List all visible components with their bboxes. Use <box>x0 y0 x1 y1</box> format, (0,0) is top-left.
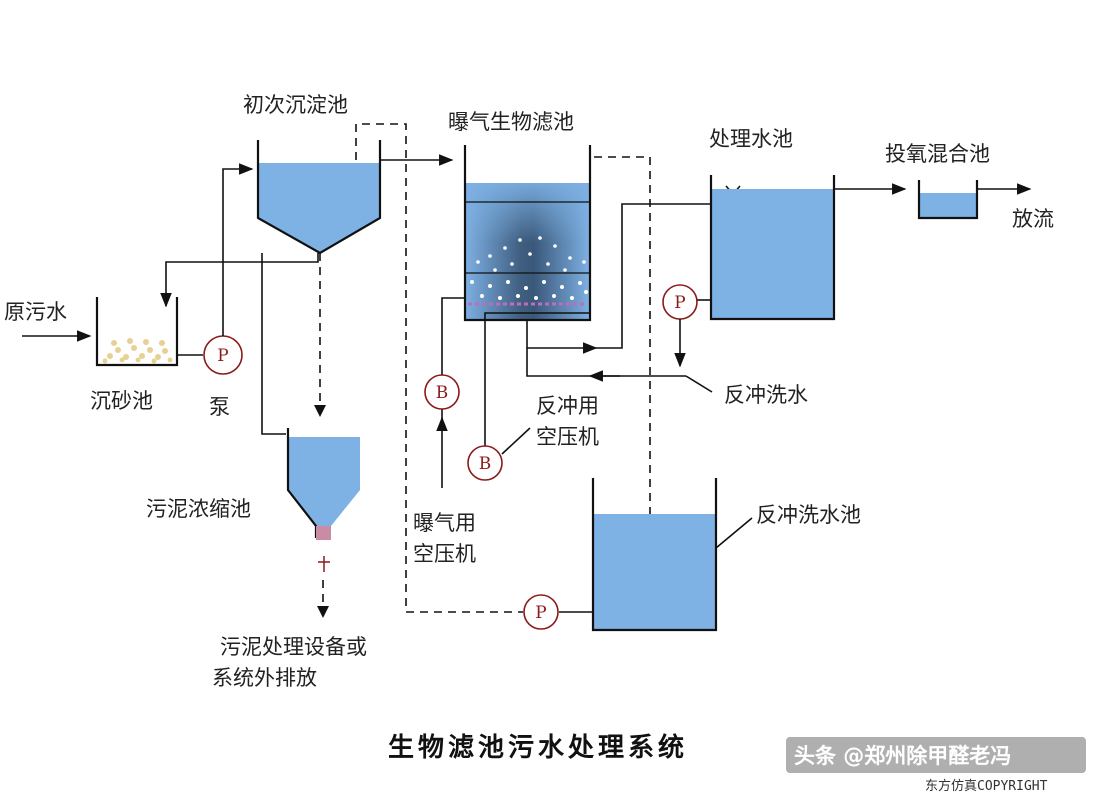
label-pump: 泵 <box>209 395 230 419</box>
sludge-dash-arrowhead <box>314 405 326 417</box>
label-treated-water-tank: 处理水池 <box>709 127 793 151</box>
backwash-blower-symbol: B <box>479 454 492 474</box>
pump-to-thickener-pipe <box>261 253 286 435</box>
backwash-water-leader <box>685 375 713 393</box>
oxygenation-tank <box>917 180 979 220</box>
label-backwash-water-tank: 反冲洗水池 <box>756 503 861 527</box>
watermark-text: 头条 @郑州除甲醛老冯 <box>794 744 1011 768</box>
label-raw-sewage: 原污水 <box>4 300 67 324</box>
label-sludge-disposal-2: 系统外排放 <box>212 666 317 690</box>
backwash-tank-pump-symbol: P <box>535 603 546 623</box>
label-primary-clarifier: 初次沉淀池 <box>243 93 348 117</box>
grit-chamber <box>95 297 179 367</box>
backwash-pump: P <box>662 284 698 320</box>
backwash-air-pipe <box>484 312 590 448</box>
label-discharge: 放流 <box>1012 207 1054 231</box>
label-aeration-blower-1: 曝气用 <box>413 511 476 535</box>
backwash-tank-pump: P <box>523 594 559 630</box>
backwash-water-tank <box>591 478 718 632</box>
label-backwash-water: 反冲洗水 <box>724 383 808 407</box>
label-backwash-blower-1: 反冲用 <box>536 394 599 418</box>
label-backwash-blower-2: 空压机 <box>536 425 599 449</box>
backwash-water-inlet-pipe <box>526 348 686 377</box>
aerated-biofilter <box>463 145 592 322</box>
pump-to-clarifier-pipe <box>222 163 254 336</box>
copyright-text: 东方仿真COPYRIGHT <box>925 778 1048 794</box>
treated-water-tank <box>709 175 836 321</box>
backwash-blower: B <box>467 445 503 481</box>
filter-drain-pipe <box>526 320 598 354</box>
watermark: 头条 @郑州除甲醛老冯 <box>786 737 1086 773</box>
air-bubbles <box>470 236 588 300</box>
label-aeration-blower-2: 空压机 <box>413 542 476 566</box>
sludge-out-arrowhead <box>317 606 329 618</box>
label-aerated-biofilter: 曝气生物滤池 <box>448 110 574 134</box>
label-grit-chamber: 沉砂池 <box>90 389 153 413</box>
label-oxygenation-tank: 投氧混合池 <box>885 142 990 166</box>
label-sludge-disposal-1: 污泥处理设备或 <box>220 635 367 659</box>
diagram-title: 生物滤池污水处理系统 <box>388 732 688 763</box>
aeration-blower-symbol: B <box>436 383 449 403</box>
backwash-blower-leader <box>501 427 531 455</box>
grit-sand <box>102 338 173 364</box>
primary-clarifier <box>256 140 382 255</box>
lift-pump: P <box>203 335 243 375</box>
overflow-dash-line <box>594 156 651 516</box>
clarifier-return-pipe <box>160 253 319 308</box>
sludge-thickener <box>286 428 360 572</box>
backwash-return-dash-line <box>355 123 523 613</box>
aeration-blower: B <box>424 374 460 410</box>
backwash-pump-symbol: P <box>674 293 685 313</box>
label-sludge-thickener: 污泥浓缩池 <box>146 497 251 521</box>
pump-symbol: P <box>217 346 228 366</box>
backwash-tank-leader <box>715 517 753 549</box>
